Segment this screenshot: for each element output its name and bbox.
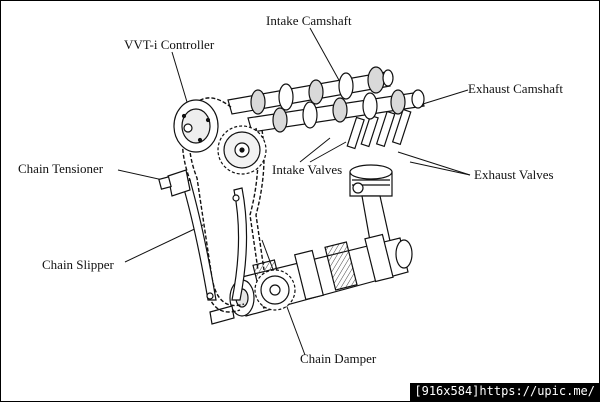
exhaust-cam-sprocket (217, 125, 267, 175)
label-chain-damper: Chain Damper (300, 351, 377, 366)
chain-tensioner (158, 169, 191, 197)
watermark-badge: [916x584]https://upic.me/ (410, 383, 599, 401)
label-chain-tensioner: Chain Tensioner (18, 161, 104, 176)
label-vvti-controller: VVT-i Controller (124, 37, 215, 52)
label-chain-slipper: Chain Slipper (42, 257, 114, 272)
label-exhaust-valves: Exhaust Valves (474, 167, 554, 182)
label-intake-camshaft: Intake Camshaft (266, 13, 352, 28)
exhaust-valve-b (391, 108, 412, 146)
exhaust-camshaft (247, 89, 425, 133)
intake-valve-a (346, 116, 365, 150)
leader-intake-valves-1 (299, 137, 331, 163)
crank-sprocket (254, 269, 296, 311)
valve-train (346, 108, 412, 150)
leader-exhaust-valves-2 (409, 161, 471, 176)
chain-slipper-guide (181, 179, 217, 301)
leader-chain-slipper (124, 224, 204, 263)
intake-camshaft (227, 66, 394, 115)
exhaust-valve-a (375, 110, 396, 148)
vvti-controller (173, 99, 219, 153)
label-exhaust-camshaft: Exhaust Camshaft (468, 81, 563, 96)
chain-guides (181, 179, 248, 301)
leader-exhaust-valves-1 (397, 151, 471, 176)
leader-intake-valves-2 (309, 141, 347, 163)
chain-damper-guide (231, 187, 248, 301)
leader-intake-camshaft (309, 27, 341, 83)
label-intake-valves: Intake Valves (272, 162, 343, 177)
